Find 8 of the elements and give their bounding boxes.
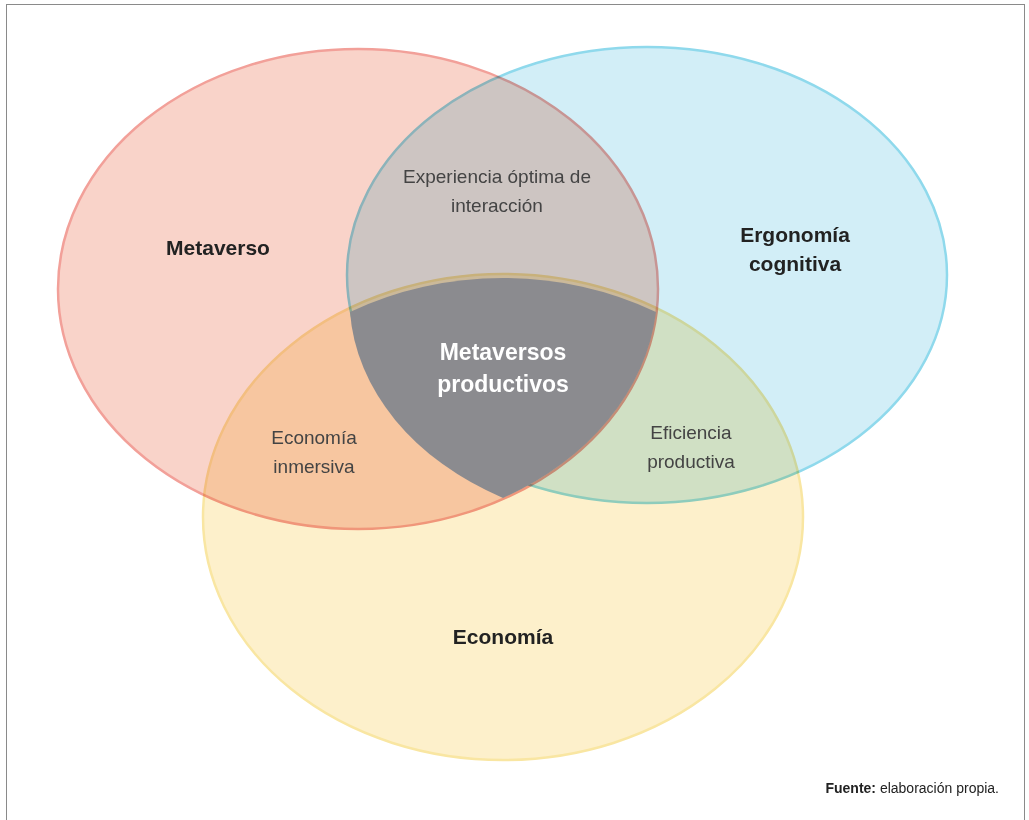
set-label: Ergonomía cognitiva [739, 221, 851, 277]
overlap-label: Economía inmersiva [270, 425, 358, 479]
overlap-label: Experiencia óptima de interacción [402, 164, 592, 218]
center-label: Metaversos productivos [436, 337, 570, 399]
set-label: Metaverso [165, 235, 271, 262]
set-label: Economía [451, 624, 555, 651]
source-note: Fuente: elaboración propia. [825, 780, 999, 796]
overlap-label: Eficiencia productiva [646, 420, 736, 474]
